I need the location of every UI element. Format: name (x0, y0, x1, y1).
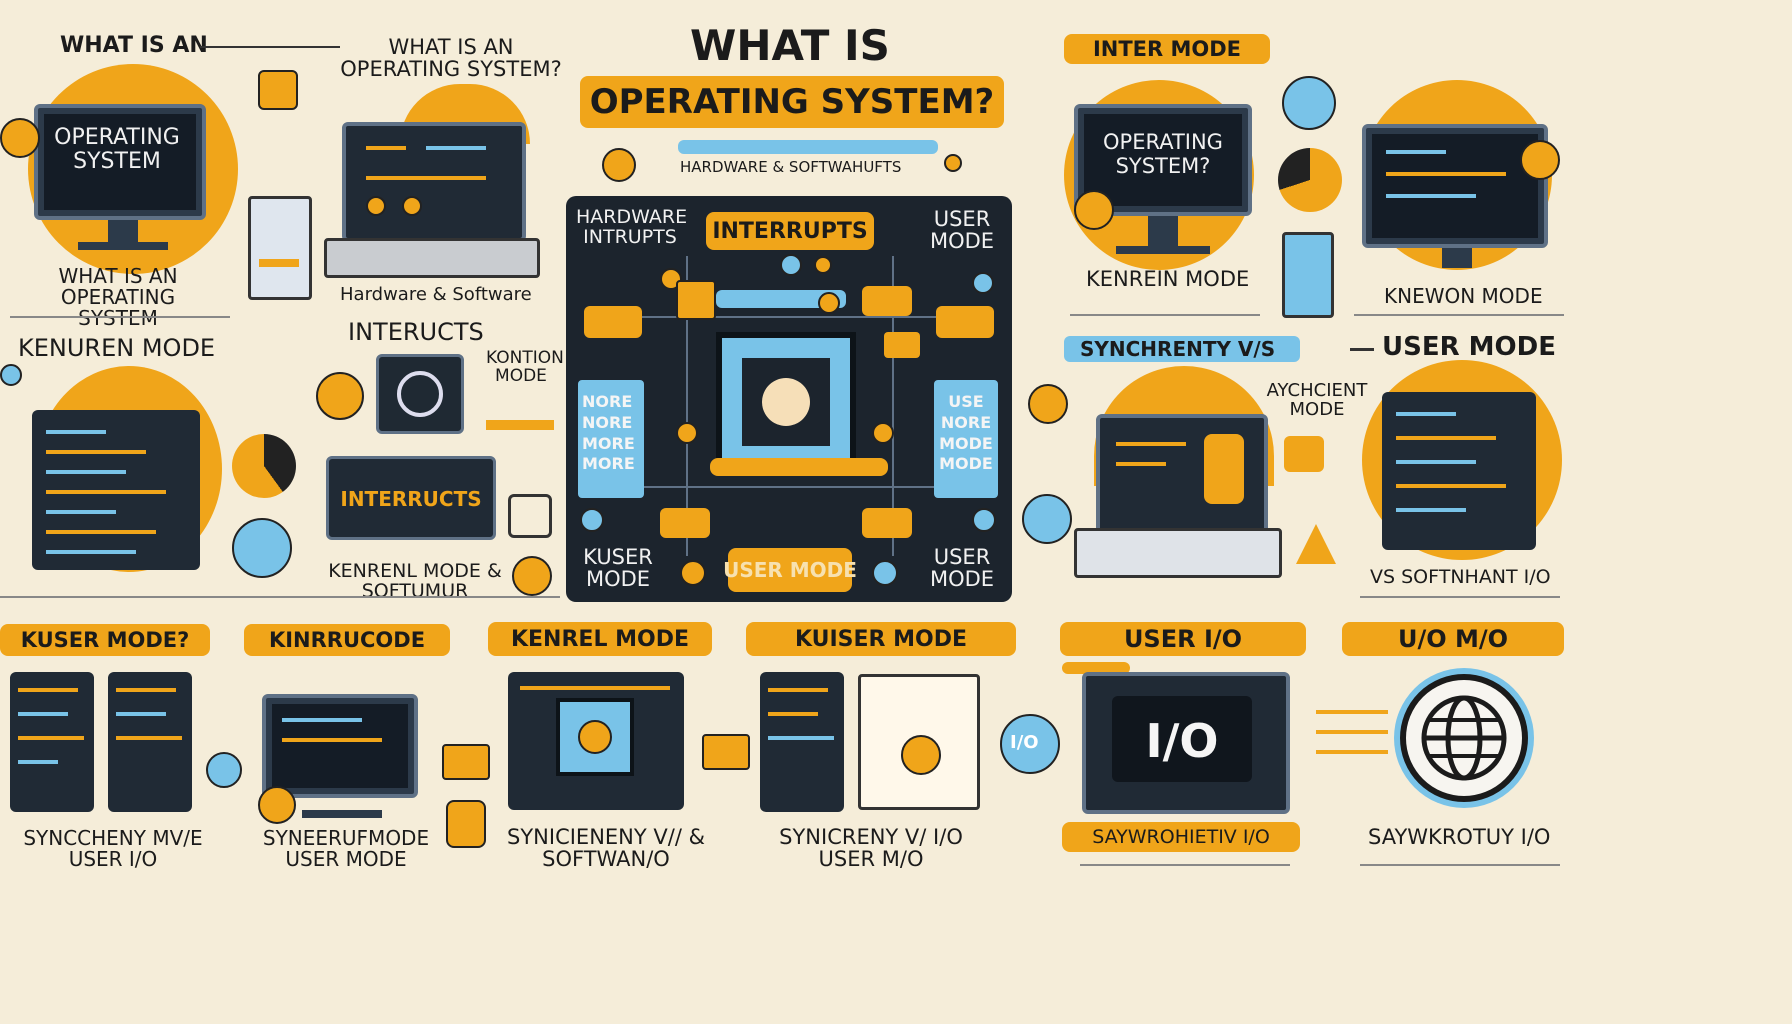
top-left-label: WHAT IS AN (60, 33, 208, 58)
info-icon (258, 786, 296, 824)
globe-icon (1400, 674, 1528, 802)
subtitle-bar (678, 140, 938, 154)
power-icon (1022, 494, 1072, 544)
pie-icon (232, 434, 296, 498)
title-line2: OPERATING SYSTEM? (589, 82, 995, 122)
badge-icon (0, 118, 40, 158)
document-panel (858, 674, 980, 810)
laptop-screen (342, 122, 526, 242)
monitor-graphic: OPERATING SYSTEM (34, 104, 206, 220)
synchrenty-pill: SYNCHRENTY V/S (1064, 336, 1300, 362)
interrupts-label: INTERUCTS (348, 318, 484, 346)
laptop-keyboard (324, 238, 540, 278)
monitor-graphic: OPERATING SYSTEM? (1074, 104, 1252, 216)
interrupts-box: INTERRUCTS (326, 456, 496, 540)
code-panel (32, 410, 200, 570)
cpu-chip-icon (556, 698, 634, 776)
bottom-caption-2: SYNEERUFMODE USER MODE (262, 826, 430, 871)
code-panel (10, 672, 94, 812)
chip-slot (862, 286, 912, 316)
badge-icon (446, 800, 486, 848)
fan-icon (376, 354, 464, 434)
bottom-label-2: KINRRUCODE (244, 624, 450, 656)
hardware-interrupts: HARDWARE INTRUPTS (576, 206, 688, 248)
title-line1: WHAT IS (690, 21, 890, 70)
bottom-caption-5-pill: SAYWROHIETIV I/O (1062, 822, 1300, 852)
cpu-board (508, 672, 684, 810)
kuser-mode: KUSER MODE (583, 545, 653, 592)
laptop-keyboard (1074, 528, 1282, 578)
cpu-chip-icon (716, 332, 856, 472)
user-mode-pill: USER MODE (723, 548, 857, 592)
clock-icon (232, 518, 292, 578)
kenrein-mode: KENREIN MODE (1086, 267, 1250, 291)
server-tower-icon (248, 196, 312, 300)
monitor-graphic (1362, 124, 1548, 248)
monitor-text: OPERATING SYSTEM (54, 125, 180, 175)
knob-icon (316, 372, 364, 420)
chip-slot (862, 508, 912, 538)
bottom-caption-4: SYNICRENY V/ I/O USER M/O (779, 825, 963, 872)
monitor-graphic (262, 694, 418, 798)
chip-slot (660, 508, 710, 538)
chip-slot (702, 734, 750, 770)
bottom-caption-3: SYNICIENENY V// & SOFTWAN/O (507, 825, 705, 872)
kontion-label: KONTION MODE (486, 348, 564, 386)
bottom-caption-6: SAYWKROTUY I/O (1368, 825, 1551, 849)
user-mode-right: USER MODE (1382, 332, 1556, 362)
user-mode-top: USER MODE (929, 207, 995, 254)
laptop-screen (1096, 414, 1268, 534)
bottom-label-3: KENREL MODE (488, 622, 712, 656)
title-pill: OPERATING SYSTEM? (580, 76, 1004, 128)
inter-mode-pill: INTER MODE (1064, 34, 1270, 64)
subtitle: HARDWARE & SOFTWAHUFTS (680, 158, 902, 176)
gear-icon (1028, 384, 1068, 424)
left-blue-box: NORE NORE MORE MORE (578, 380, 644, 498)
code-panel (760, 672, 844, 812)
vs-software: VS SOFTNHANT I/O (1370, 566, 1551, 588)
io-circle: I/O (1000, 714, 1060, 774)
gear-icon (508, 494, 552, 538)
tcl-label: WHAT IS AN OPERATING SYSTEM? (340, 35, 562, 82)
divider (200, 46, 340, 48)
info-icon (1520, 140, 1560, 180)
pie-icon (1278, 148, 1342, 212)
gear-icon (512, 556, 552, 596)
kenrenl-caption: KENRENL MODE & SOFTUMUR (328, 560, 502, 602)
io-screen-text: I/O (1145, 714, 1219, 768)
monitor-stand (108, 220, 138, 242)
bottom-label-4: KUISER MODE (746, 622, 1016, 656)
knob-icon (944, 154, 962, 172)
gear-icon (206, 752, 242, 788)
camera-icon (1282, 76, 1336, 130)
puzzle-icon (1284, 436, 1324, 472)
interrupts-pill: INTERRUPTS (706, 212, 874, 250)
gear-icon (602, 148, 636, 182)
interrupts-box-text: INTERRUCTS (340, 487, 482, 511)
bottom-label-1: KUSER MODE? (0, 624, 210, 656)
chip-slot (584, 306, 642, 338)
info-icon (1074, 190, 1114, 230)
document-icon (258, 70, 298, 110)
top-left-section: KENUREN MODE (18, 334, 216, 362)
code-panel (1382, 392, 1536, 550)
top-left-caption: WHAT IS AN OPERATING SYSTEM (58, 264, 178, 330)
bottom-label-5: USER I/O (1060, 622, 1306, 656)
knewon-mode: KNEWON MODE (1384, 284, 1543, 308)
device-icon (1282, 232, 1334, 318)
bottom-label-6: U/O M/O (1342, 622, 1564, 656)
triangle-icon (1296, 524, 1336, 564)
chip-slot (442, 744, 490, 780)
aychcient-mode: AYCHCIENT MODE (1266, 380, 1368, 420)
user-mode-bottom: USER MODE (929, 545, 995, 592)
right-blue-box: USE NORE MODE MODE (934, 380, 998, 498)
cpu-icon (676, 280, 716, 320)
chip-slot (936, 306, 994, 338)
bottom-caption-1: SYNCCHENY MV/E USER I/O (23, 826, 203, 871)
tcl-caption: Hardware & Software (340, 284, 532, 305)
code-panel (108, 672, 192, 812)
io-screen-frame: I/O (1082, 672, 1290, 814)
